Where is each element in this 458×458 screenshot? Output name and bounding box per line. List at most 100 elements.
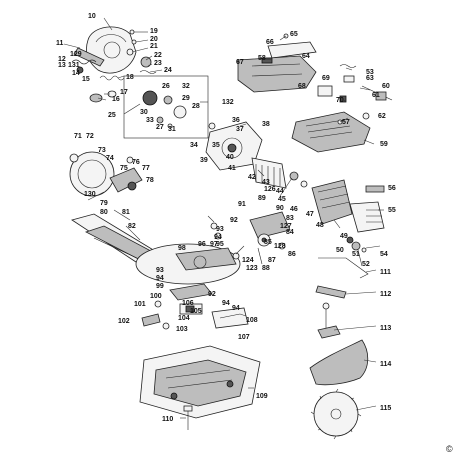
- callout-84: 84: [286, 229, 294, 236]
- callout-83: 83: [286, 215, 294, 222]
- handle-assembly: [237, 33, 317, 93]
- callout-53: 53: [366, 69, 374, 76]
- callout-82: 82: [128, 223, 136, 230]
- turntable: [135, 222, 241, 285]
- callout-59: 59: [380, 141, 388, 148]
- hex-key: [318, 257, 369, 279]
- callout-109: 109: [256, 393, 268, 400]
- callout-70: 70: [336, 97, 344, 104]
- clamp-bar: [315, 285, 347, 299]
- lower-guard: [69, 151, 143, 197]
- callout-62: 62: [378, 113, 386, 120]
- callout-17: 17: [120, 89, 128, 96]
- saw-blade: [310, 388, 362, 440]
- callout-81: 81: [122, 209, 130, 216]
- callout-10: 10: [88, 13, 96, 20]
- callout-92: 92: [208, 291, 216, 298]
- callout-16: 16: [112, 96, 120, 103]
- callout-labels: 1019202122232411121314151617182526272829…: [56, 13, 396, 423]
- callout-43: 43: [262, 179, 270, 186]
- callout-74: 74: [106, 155, 114, 162]
- callout-15: 15: [82, 76, 90, 83]
- callout-25: 25: [108, 112, 116, 119]
- callout-113: 113: [380, 325, 391, 332]
- callout-93: 93: [216, 226, 224, 233]
- callout-124: 124: [242, 257, 254, 264]
- callout-64: 64: [302, 53, 310, 60]
- callout-89: 89: [258, 195, 266, 202]
- callout-30: 30: [140, 109, 148, 116]
- callout-76: 76: [132, 159, 140, 166]
- callout-50: 50: [336, 247, 344, 254]
- callout-78: 78: [146, 177, 154, 184]
- callout-114: 114: [380, 361, 391, 368]
- callout-32: 32: [182, 83, 190, 90]
- callout-97: 97: [210, 241, 218, 248]
- callout-22: 22: [154, 52, 162, 59]
- callout-101: 101: [134, 301, 146, 308]
- callout-40: 40: [226, 154, 234, 161]
- callout-94: 94: [222, 300, 230, 307]
- table-lock-parts: [141, 283, 213, 330]
- callout-23: 23: [154, 60, 162, 67]
- callout-31: 31: [168, 126, 176, 133]
- callout-128: 128: [274, 243, 286, 250]
- callout-61: 61: [372, 92, 380, 99]
- callout-94: 94: [214, 234, 222, 241]
- callout-103: 103: [176, 326, 188, 333]
- callout-86: 86: [288, 251, 296, 258]
- dust-bag: [309, 339, 369, 386]
- callout-42: 42: [248, 174, 256, 181]
- motor-stator: [311, 179, 353, 225]
- callout-54: 54: [380, 251, 388, 258]
- callout-108: 108: [246, 317, 258, 324]
- callout-67: 67: [236, 59, 244, 66]
- motor-end-assembly: [346, 201, 385, 253]
- callout-46: 46: [290, 206, 298, 213]
- callout-48: 48: [316, 222, 324, 229]
- copyright-mark: ©: [446, 444, 453, 454]
- callout-115: 115: [380, 405, 391, 412]
- callout-51: 51: [352, 251, 360, 258]
- callout-13: 13: [58, 62, 66, 69]
- switch-parts: [317, 64, 393, 120]
- work-clamp: [317, 302, 341, 339]
- callout-20: 20: [150, 36, 158, 43]
- callout-19: 19: [150, 28, 158, 35]
- callout-68: 68: [298, 83, 306, 90]
- callout-39: 39: [200, 157, 208, 164]
- callout-18: 18: [126, 74, 134, 81]
- motor-label: [365, 185, 385, 193]
- callout-87: 87: [268, 257, 276, 264]
- callout-100: 100: [150, 293, 162, 300]
- callout-34: 34: [190, 142, 198, 149]
- callout-73: 73: [98, 147, 106, 154]
- callout-112: 112: [380, 291, 391, 298]
- callout-95: 95: [216, 241, 224, 248]
- callout-44: 44: [276, 188, 284, 195]
- callout-27: 27: [156, 124, 164, 131]
- callout-91: 91: [238, 201, 246, 208]
- callout-80: 80: [100, 209, 108, 216]
- callout-57: 57: [342, 119, 350, 126]
- callout-79: 79: [100, 200, 108, 207]
- bevel-pivot: [249, 211, 291, 265]
- callout-47: 47: [306, 211, 314, 218]
- callout-63: 63: [366, 75, 374, 82]
- callout-65: 65: [290, 31, 298, 38]
- base-bolt: [183, 405, 193, 430]
- callout-35: 35: [212, 142, 220, 149]
- saw-base: [139, 345, 261, 419]
- callout-26: 26: [162, 83, 170, 90]
- callout-111: 111: [380, 269, 391, 276]
- miter-rail: [211, 307, 249, 329]
- callout-104: 104: [178, 315, 190, 322]
- callout-21: 21: [150, 43, 158, 50]
- callout-11: 11: [56, 40, 64, 47]
- callout-96: 96: [198, 241, 206, 248]
- callout-49: 49: [340, 233, 348, 240]
- callout-107: 107: [238, 334, 250, 341]
- callout-36: 36: [232, 117, 240, 124]
- callout-33: 33: [146, 117, 154, 124]
